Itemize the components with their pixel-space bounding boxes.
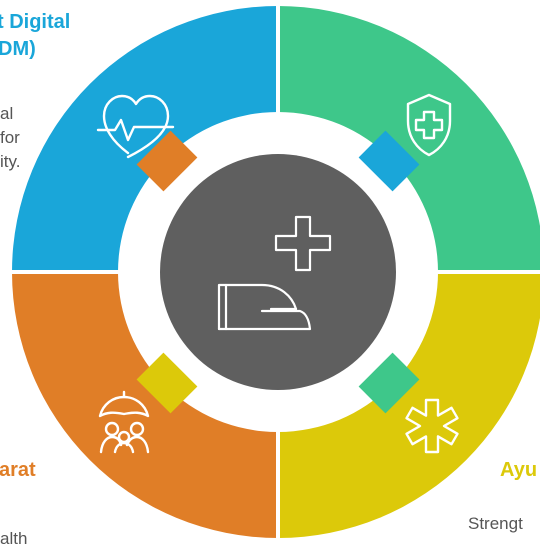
connector-tab-top-left	[358, 130, 420, 192]
segment-body-top-left-line3: ity.	[0, 152, 21, 171]
segment-top-left	[12, 6, 278, 272]
segment-body-top-left-line1: al	[0, 104, 14, 123]
hand-with-cross-icon	[217, 215, 332, 331]
segment-body-bottom-right: Strengt	[468, 514, 523, 533]
segment-top-right	[278, 6, 540, 272]
segment-body-bottom-left: alth	[0, 529, 28, 545]
umbrella-family-icon	[98, 390, 150, 454]
segment-bottom-left	[12, 272, 278, 538]
connector-tab-bottom-right	[136, 352, 198, 414]
segment-title-bottom-right: Ayu	[500, 459, 538, 481]
segment-title-top-left-line2: DM)	[0, 38, 36, 60]
star-of-life-icon	[405, 398, 459, 454]
connector-tabs	[136, 130, 420, 414]
center-hub	[160, 154, 396, 390]
segment-title-bottom-left: arat	[0, 459, 36, 481]
segment-bottom-right	[278, 272, 540, 538]
heart-pulse-icon	[96, 94, 175, 159]
shield-plus-icon	[406, 93, 452, 157]
segment-body-top-left-line2: for	[0, 128, 20, 147]
segment-title-top-left-line1: t Digital	[0, 11, 71, 33]
connector-tab-bottom-left	[136, 130, 198, 192]
connector-tab-top-right	[358, 352, 420, 414]
